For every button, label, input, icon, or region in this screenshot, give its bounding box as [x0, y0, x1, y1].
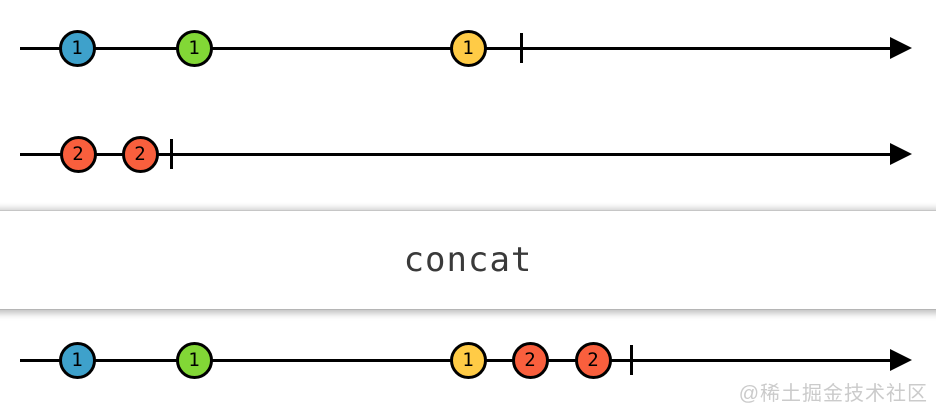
marble[interactable]: 2 [511, 341, 549, 379]
marble[interactable]: 2 [574, 341, 612, 379]
complete-tick[interactable] [169, 139, 173, 169]
marble[interactable]: 1 [175, 341, 213, 379]
operator-label: concat [403, 240, 533, 280]
operator-band: concat [0, 210, 936, 310]
marble[interactable]: 1 [58, 29, 96, 67]
marble[interactable]: 1 [58, 341, 96, 379]
marble[interactable]: 2 [121, 135, 159, 173]
timeline-line [20, 152, 898, 156]
arrowhead-icon [890, 349, 912, 371]
complete-tick[interactable] [519, 33, 523, 63]
arrowhead-icon [890, 37, 912, 59]
marble[interactable]: 1 [449, 341, 487, 379]
marble[interactable]: 2 [59, 135, 97, 173]
arrowhead-icon [890, 143, 912, 165]
marble[interactable]: 1 [175, 29, 213, 67]
complete-tick[interactable] [629, 345, 633, 375]
marble[interactable]: 1 [449, 29, 487, 67]
